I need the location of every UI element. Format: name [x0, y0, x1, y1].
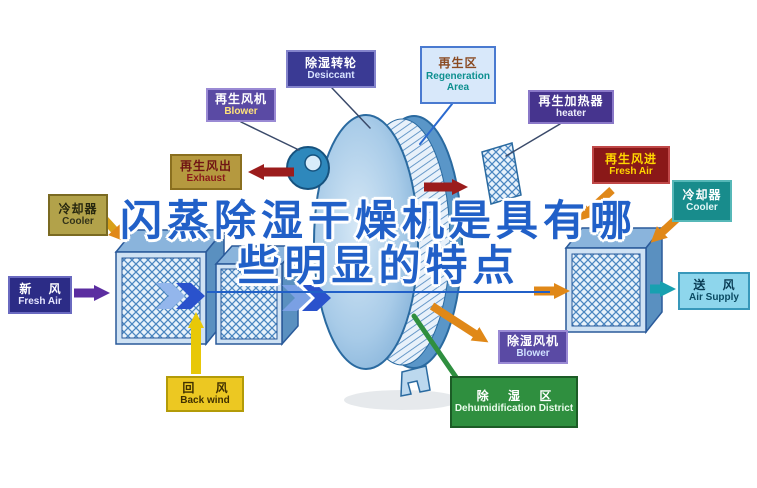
callout-exhaust-zh: 再生风出	[179, 158, 232, 173]
callout-fresh-air: 新 风 Fresh Air	[8, 276, 72, 314]
callout-regen-fresh-air: 再生风进 Fresh Air	[592, 146, 670, 184]
callout-cooler-right-zh: 冷却器	[682, 187, 722, 202]
callout-exhaust-en: Exhaust	[186, 173, 226, 185]
fan-icon	[286, 146, 330, 190]
callout-dehumid-blower-zh: 除湿风机	[506, 333, 559, 348]
callout-fresh-air-en: Fresh Air	[18, 296, 62, 308]
callout-cooler-left: 冷却器 Cooler	[48, 194, 108, 236]
callout-desiccant-en: Desiccant	[307, 70, 355, 82]
regen-heater-element	[481, 142, 522, 205]
wheel-drain-piece	[400, 365, 431, 397]
callout-regen-heater-en: heater	[555, 108, 586, 120]
callout-dehumid-district-zh: 除 湿 区	[476, 388, 560, 403]
callout-dehumid-blower-en: Blower	[516, 348, 550, 360]
callout-cooler-left-en: Cooler	[62, 216, 94, 228]
callout-desiccant-zh: 除湿转轮	[304, 55, 357, 70]
callout-desiccant: 除湿转轮 Desiccant	[286, 50, 376, 88]
callout-back-wind: 回 风 Back wind	[166, 376, 244, 412]
middle-filter-unit	[214, 244, 300, 346]
callout-cooler-left-zh: 冷却器	[58, 201, 98, 216]
callout-back-wind-zh: 回 风	[182, 380, 237, 395]
callout-dehumid-blower: 除湿风机 Blower	[498, 330, 568, 364]
callout-exhaust: 再生风出 Exhaust	[170, 154, 242, 190]
right-air-handling-unit	[564, 225, 664, 335]
callout-regen-heater: 再生加热器 heater	[528, 90, 614, 124]
callout-dehumid-district-en: Dehumidification District	[454, 403, 574, 415]
callout-regeneration-area: 再生区 Regeneration Area	[420, 46, 496, 104]
callout-dehumid-district: 除 湿 区 Dehumidification District	[450, 376, 578, 428]
callout-cooler-right-en: Cooler	[686, 202, 718, 214]
callout-regen-fresh-air-zh: 再生风进	[604, 151, 657, 166]
desiccant-wheel	[313, 114, 463, 370]
callout-back-wind-en: Back wind	[180, 395, 230, 407]
callout-fresh-air-zh: 新 风	[19, 281, 68, 296]
connector-lines	[240, 87, 561, 383]
callout-regeneration-area-zh: 再生区	[438, 56, 478, 71]
callout-regen-heater-zh: 再生加热器	[538, 93, 604, 108]
callout-regen-blower: 再生风机 Blower	[206, 88, 276, 122]
wheel-shadow	[344, 390, 460, 410]
callout-air-supply-zh: 送 风	[693, 277, 742, 292]
callout-regen-blower-en: Blower	[224, 106, 258, 118]
callout-regen-blower-zh: 再生风机	[214, 91, 267, 106]
callout-air-supply-en: Air Supply	[688, 292, 739, 304]
callout-regeneration-area-en: Regeneration Area	[426, 70, 490, 93]
callout-regen-fresh-air-en: Fresh Air	[609, 166, 653, 178]
callout-air-supply: 送 风 Air Supply	[678, 272, 750, 310]
callout-cooler-right: 冷却器 Cooler	[672, 180, 732, 222]
